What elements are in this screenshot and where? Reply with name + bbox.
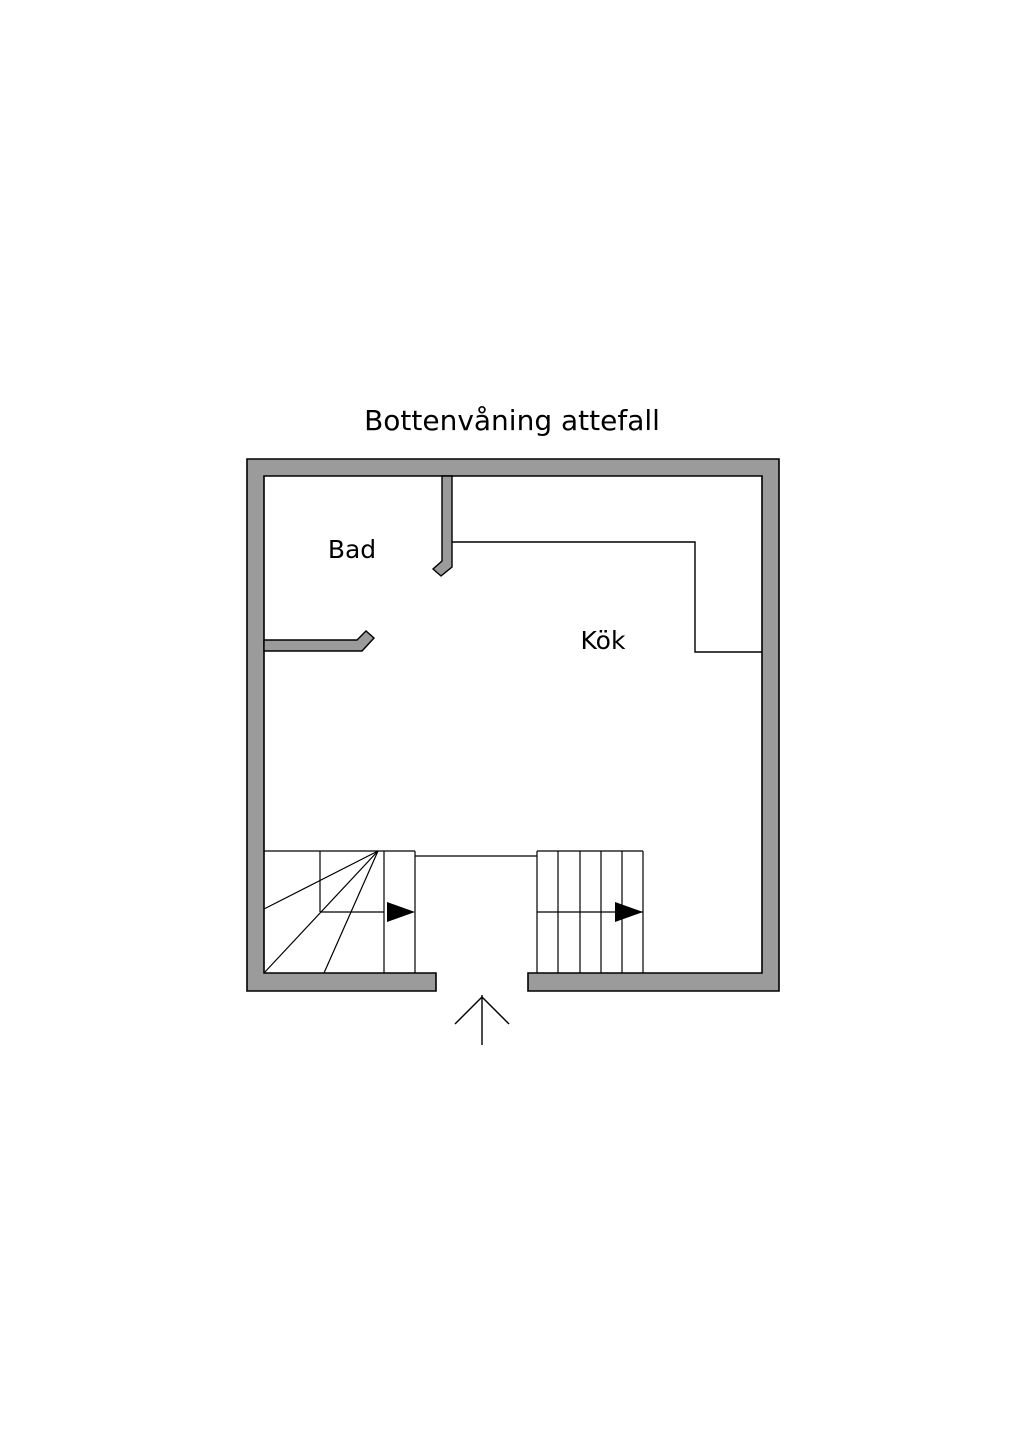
bathroom-vertical-wall	[431, 475, 453, 577]
stair-line	[263, 850, 379, 910]
room-label-kitchen: Kök	[581, 626, 626, 655]
bathroom-walls	[263, 475, 453, 652]
stair-direction-arrow-icon	[615, 902, 643, 922]
outer-wall	[246, 458, 780, 992]
entrance-arrow-icon	[454, 995, 510, 1045]
room-label-bathroom: Bad	[328, 535, 376, 564]
outer-walls	[246, 458, 780, 992]
left-stair	[263, 850, 416, 974]
stair-line	[263, 850, 379, 974]
stair-direction-arrow-icon	[387, 902, 415, 922]
bathroom-horizontal-wall	[263, 630, 376, 652]
plan-title: Bottenvåning attefall	[364, 404, 660, 437]
kitchen-counter	[452, 541, 762, 653]
stair-line	[323, 850, 379, 974]
